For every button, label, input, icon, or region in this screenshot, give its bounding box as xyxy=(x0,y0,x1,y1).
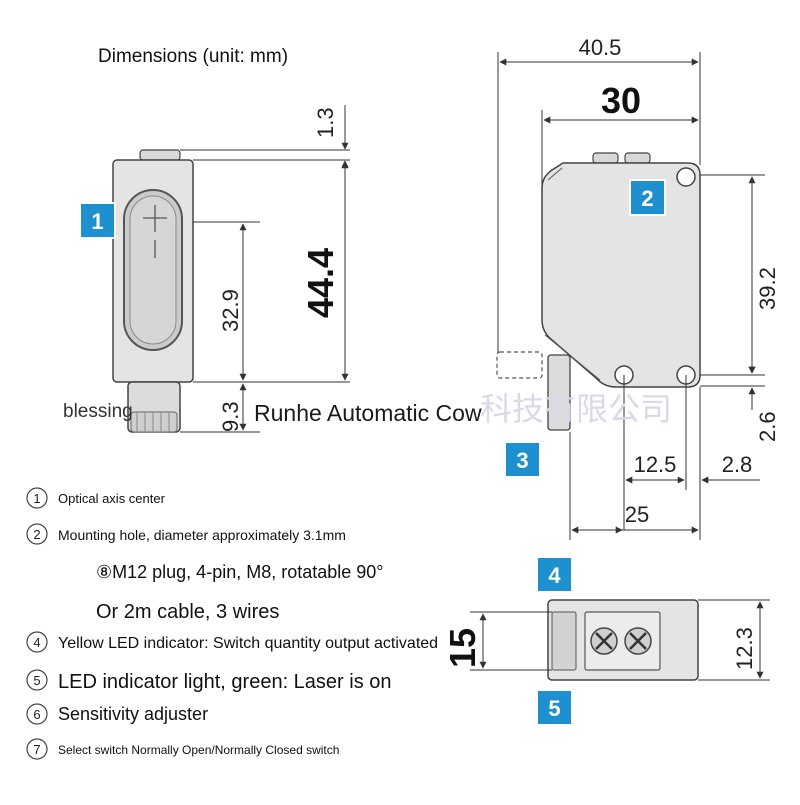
dim-bottom-depth: 15 xyxy=(442,628,483,668)
dim-hole-offset-left: 12.5 xyxy=(634,452,677,477)
dim-total-height: 44.4 xyxy=(300,248,341,318)
dim-window-height: 32.9 xyxy=(218,289,243,332)
m12-plug-side xyxy=(547,354,571,431)
legend-item-2: Mounting hole, diameter approximately 3.… xyxy=(58,527,346,543)
svg-text:5: 5 xyxy=(548,696,560,721)
dim-base-width: 25 xyxy=(625,502,649,527)
dim-top-width: 40.5 xyxy=(579,35,622,60)
dim-top-gap: 1.3 xyxy=(313,107,338,138)
legend-item-6: LED indicator light, green: Laser is on xyxy=(58,671,392,693)
legend-item-7: Sensitivity adjuster xyxy=(58,704,208,724)
bottom-view: 15 12.3 xyxy=(442,599,770,681)
badge-5: 5 xyxy=(536,689,573,726)
svg-text:2: 2 xyxy=(33,527,40,542)
mounting-hole-top xyxy=(676,167,696,187)
watermark-center: Runhe Automatic Cow xyxy=(254,400,482,426)
badge-4: 4 xyxy=(536,556,573,593)
front-view: 1.3 44.4 32.9 9.3 xyxy=(112,105,350,433)
legend: 1 Optical axis center 2 Mounting hole, d… xyxy=(26,487,438,760)
dim-inner-width: 30 xyxy=(601,80,641,121)
plug-rotated-outline xyxy=(496,351,543,379)
legend-item-1: Optical axis center xyxy=(58,491,166,506)
dim-hole-offset-v: 2.6 xyxy=(755,411,780,442)
watermark: blessing Runhe Automatic Cow 科技有限公司 xyxy=(63,391,672,427)
dim-plug-height: 9.3 xyxy=(218,401,243,432)
svg-text:2: 2 xyxy=(641,186,653,211)
legend-item-8: Select switch Normally Open/Normally Clo… xyxy=(58,743,339,757)
svg-text:4: 4 xyxy=(33,635,40,650)
page-title: Dimensions (unit: mm) xyxy=(98,46,288,67)
dim-right-height: 39.2 xyxy=(755,267,780,310)
side-view: 40.5 30 39.2 2.6 12.5 2.8 25 xyxy=(496,35,780,540)
svg-text:1: 1 xyxy=(33,491,40,506)
svg-text:5: 5 xyxy=(33,673,40,688)
dim-hole-offset-right: 2.8 xyxy=(722,452,753,477)
sensor-body-side xyxy=(541,162,701,388)
watermark-right: 科技有限公司 xyxy=(480,391,672,427)
svg-text:1: 1 xyxy=(91,209,103,234)
badge-3: 3 xyxy=(504,441,541,478)
watermark-left: blessing xyxy=(63,401,133,422)
badge-1: 1 xyxy=(79,202,116,239)
legend-item-4: Or 2m cable, 3 wires xyxy=(96,601,279,623)
svg-text:4: 4 xyxy=(548,563,561,588)
svg-text:3: 3 xyxy=(516,448,528,473)
svg-text:7: 7 xyxy=(33,742,40,757)
legend-item-3: ⑧M12 plug, 4-pin, M8, rotatable 90° xyxy=(96,562,384,582)
svg-text:6: 6 xyxy=(33,707,40,722)
legend-item-5: Yellow LED indicator: Switch quantity ou… xyxy=(58,635,438,652)
dim-bottom-height: 12.3 xyxy=(732,627,757,670)
badge-2: 2 xyxy=(629,179,666,216)
